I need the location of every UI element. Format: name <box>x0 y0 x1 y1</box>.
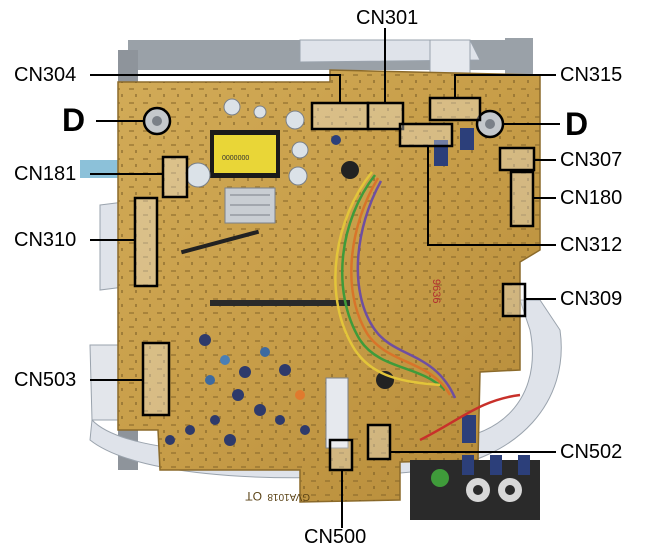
connector-boxes <box>133 96 536 472</box>
silkscreen-side: 9636 <box>430 279 442 303</box>
capacitor-cluster <box>165 334 310 446</box>
box-cn310 <box>133 196 159 288</box>
callout-lines <box>90 28 560 528</box>
label-cn312: CN312 <box>560 234 623 256</box>
label-cn181: CN181 <box>14 163 77 185</box>
box-cn307 <box>498 146 536 172</box>
box-cn309 <box>501 282 527 318</box>
wire-harness <box>334 171 521 442</box>
label-cn310: CN310 <box>14 229 77 251</box>
label-cn180: CN180 <box>560 187 623 209</box>
box-cn312 <box>398 122 454 148</box>
label-d-left: D <box>62 102 86 138</box>
box-cn304 <box>310 101 370 131</box>
label-cn502: CN502 <box>560 441 623 463</box>
label-cn301: CN301 <box>356 7 419 29</box>
box-cn180 <box>509 170 535 228</box>
label-cn500: CN500 <box>304 526 367 548</box>
silkscreen-code: OT <box>245 489 262 503</box>
box-cn315 <box>428 96 482 122</box>
silkscreen-bottom: GVA1018 <box>267 491 310 502</box>
label-cn309: CN309 <box>560 288 623 310</box>
box-cn503 <box>141 341 171 417</box>
box-cn502 <box>366 423 392 461</box>
rca-jacks <box>410 455 540 520</box>
label-cn304: CN304 <box>14 64 77 86</box>
label-cn503: CN503 <box>14 369 77 391</box>
silkscreen-markings: GVA1018 OT 9636 <box>245 279 442 503</box>
box-cn500 <box>328 438 354 472</box>
label-cn315: CN315 <box>560 64 623 86</box>
svg-text:0000000: 0000000 <box>222 155 249 162</box>
label-d-right: D <box>565 106 589 142</box>
power-supply: 0000000 <box>185 98 359 224</box>
box-cn181 <box>161 155 189 199</box>
box-cn301 <box>366 101 405 131</box>
label-cn307: CN307 <box>560 149 623 171</box>
screw-markers <box>142 106 505 139</box>
